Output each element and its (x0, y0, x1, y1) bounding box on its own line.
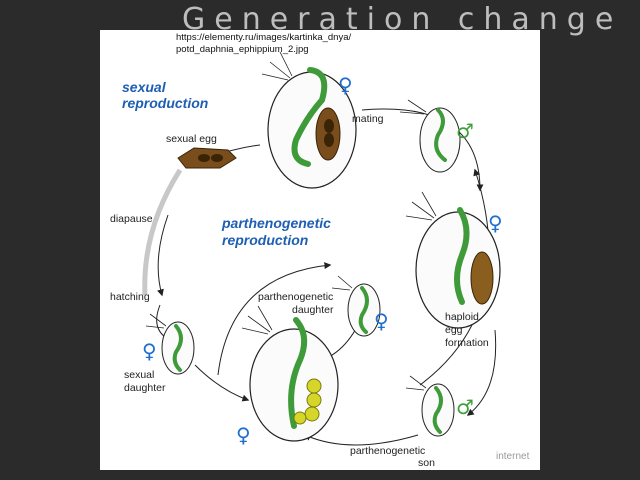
arrow-right (466, 329, 497, 416)
label-haploid-1: haploid (445, 311, 479, 323)
heading-parth-1: parthenogenetic (221, 215, 331, 231)
female-symbol-sd: ♀ (142, 339, 157, 363)
male-symbol-top: ♂ (456, 119, 474, 143)
label-sd-1: sexual (124, 369, 154, 381)
daphnia-mating-female (261, 51, 357, 189)
label-pd-1: parthenogenetic (258, 291, 333, 303)
watermark: internet (496, 451, 530, 462)
label-ps-2: son (418, 457, 435, 469)
female-symbol-pd: ♀ (374, 309, 389, 333)
label-haploid-2: egg (445, 324, 463, 336)
female-symbol-bottom: ♀ (236, 423, 251, 447)
daphnia-haploid-female (405, 191, 501, 329)
heading-parth-2: reproduction (222, 232, 308, 248)
arrow-sexual-daughter (194, 364, 250, 402)
female-symbol-top: ♀ (338, 73, 353, 97)
arrow-parth-up (217, 262, 332, 376)
source-url-line-2: potd_daphnia_ephippium_2.jpg (176, 44, 309, 55)
label-sexual-egg: sexual egg (166, 133, 217, 145)
male-symbol-son: ♂ (456, 395, 474, 419)
label-diapause: diapause (110, 213, 153, 225)
daphnia-sexual-daughter (145, 313, 195, 375)
sexual-egg (177, 147, 237, 169)
label-mating: mating (352, 113, 384, 125)
label-haploid-3: formation (445, 337, 489, 349)
source-url: https://elementy.ru/images/kartinka_dnya… (176, 32, 351, 56)
daphnia-parth-female (241, 305, 339, 442)
arrow-left-down (157, 214, 169, 297)
daphnia-parth-daughter (331, 275, 381, 337)
daphnia-male-mating (399, 99, 461, 173)
arrow-bottom (303, 434, 419, 446)
female-symbol-right: ♀ (488, 211, 503, 235)
diapause-band (142, 168, 183, 296)
heading-sexual-1: sexual (122, 79, 167, 95)
label-pd-2: daughter (292, 304, 334, 316)
heading-sexual-2: reproduction (122, 95, 208, 111)
label-ps-1: parthenogenetic (350, 445, 425, 457)
life-cycle-diagram: sexual reproduction parthenogenetic repr… (110, 51, 503, 469)
label-hatching: hatching (110, 291, 150, 303)
diagram-panel: https://elementy.ru/images/kartinka_dnya… (100, 30, 540, 470)
source-url-line-1: https://elementy.ru/images/kartinka_dnya… (176, 32, 352, 43)
label-sd-2: daughter (124, 382, 166, 394)
daphnia-parth-son (405, 375, 455, 437)
